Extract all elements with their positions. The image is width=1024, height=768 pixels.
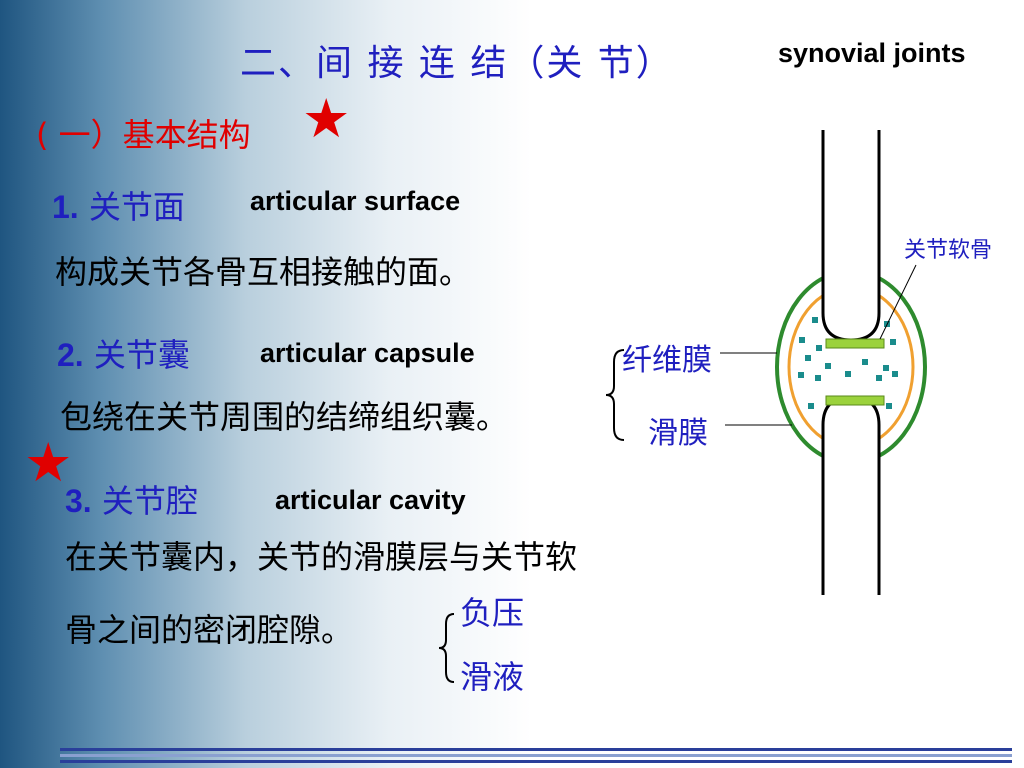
item-2-english: articular capsule — [260, 338, 475, 368]
item-3-description-line-2: 骨之间的密闭腔隙。 — [65, 611, 354, 649]
item-2-name: 关节囊 — [93, 336, 190, 374]
item-1-name: 关节面 — [88, 188, 185, 226]
synovial-fluid-dots — [798, 317, 898, 409]
page-title-chinese: 二、间 接 连 结（关 节） — [240, 43, 674, 84]
cavity-feature-synovial-fluid: 滑液 — [460, 658, 525, 696]
item-1-description: 构成关节各骨互相接触的面。 — [55, 253, 472, 291]
item-3-heading: 3. 关节腔 — [65, 476, 198, 522]
lower-cartilage — [825, 395, 885, 406]
capsule-part-fibrous: 纤维膜 — [622, 343, 712, 378]
item-1-number: 1. — [52, 189, 79, 225]
cartilage-label: 关节软骨 — [904, 238, 993, 263]
upper-cartilage — [825, 338, 885, 349]
page-title-english: synovial joints — [778, 38, 966, 68]
cavity-brace — [438, 613, 455, 683]
item-1-heading: 1. 关节面 — [52, 182, 185, 228]
bottom-rule-2 — [60, 754, 1012, 757]
capsule-part-synovial: 滑膜 — [648, 416, 708, 451]
section-heading: ( 一）基本结构 — [36, 116, 251, 154]
item-3-description-line-1: 在关节囊内，关节的滑膜层与关节软 — [65, 538, 578, 576]
item-3-number: 3. — [65, 483, 92, 519]
item-3-english: articular cavity — [275, 485, 466, 515]
star-icon: ★ — [24, 431, 73, 494]
item-1-english: articular surface — [250, 186, 461, 216]
capsule-brace — [605, 349, 625, 441]
item-2-heading: 2. 关节囊 — [57, 330, 190, 376]
item-2-number: 2. — [57, 337, 84, 373]
cavity-feature-negative-pressure: 负压 — [460, 594, 525, 632]
bottom-rule-1 — [60, 748, 1012, 751]
lower-bone — [821, 395, 881, 595]
upper-bone — [821, 130, 881, 342]
bottom-rule-3 — [60, 760, 1012, 763]
star-icon: ★ — [302, 87, 351, 150]
item-3-name: 关节腔 — [101, 482, 198, 520]
cartilage-leader-line — [879, 264, 917, 340]
joint-diagram — [720, 130, 927, 595]
item-2-description: 包绕在关节周围的结缔组织囊。 — [60, 398, 509, 436]
